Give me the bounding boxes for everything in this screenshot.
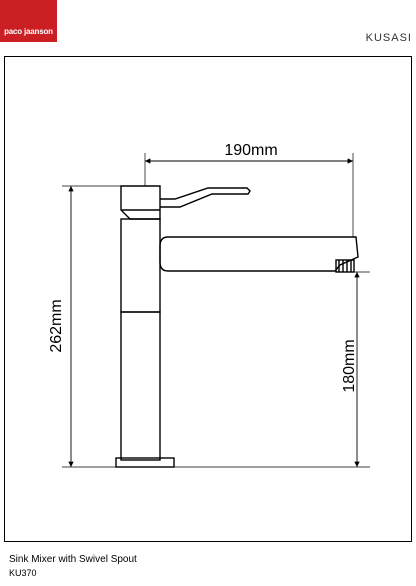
spout-height-label: 180mm bbox=[341, 339, 358, 392]
faucet-base bbox=[115, 457, 175, 468]
faucet-top-cap bbox=[120, 185, 161, 220]
faucet-body-lower bbox=[120, 311, 161, 461]
faucet-spout bbox=[159, 236, 359, 272]
drawing-frame bbox=[4, 56, 412, 542]
width-label: 190mm bbox=[224, 142, 277, 159]
brand-logo: paco jaanson bbox=[0, 0, 57, 42]
height-label: 262mm bbox=[48, 299, 65, 352]
lever-handle bbox=[160, 187, 251, 208]
brand-logo-text: paco jaanson bbox=[4, 27, 53, 36]
faucet-body-upper bbox=[120, 218, 161, 313]
product-code: KU370 bbox=[9, 568, 37, 578]
product-title: Sink Mixer with Swivel Spout bbox=[9, 554, 137, 565]
model-name: KUSASI bbox=[365, 32, 412, 44]
